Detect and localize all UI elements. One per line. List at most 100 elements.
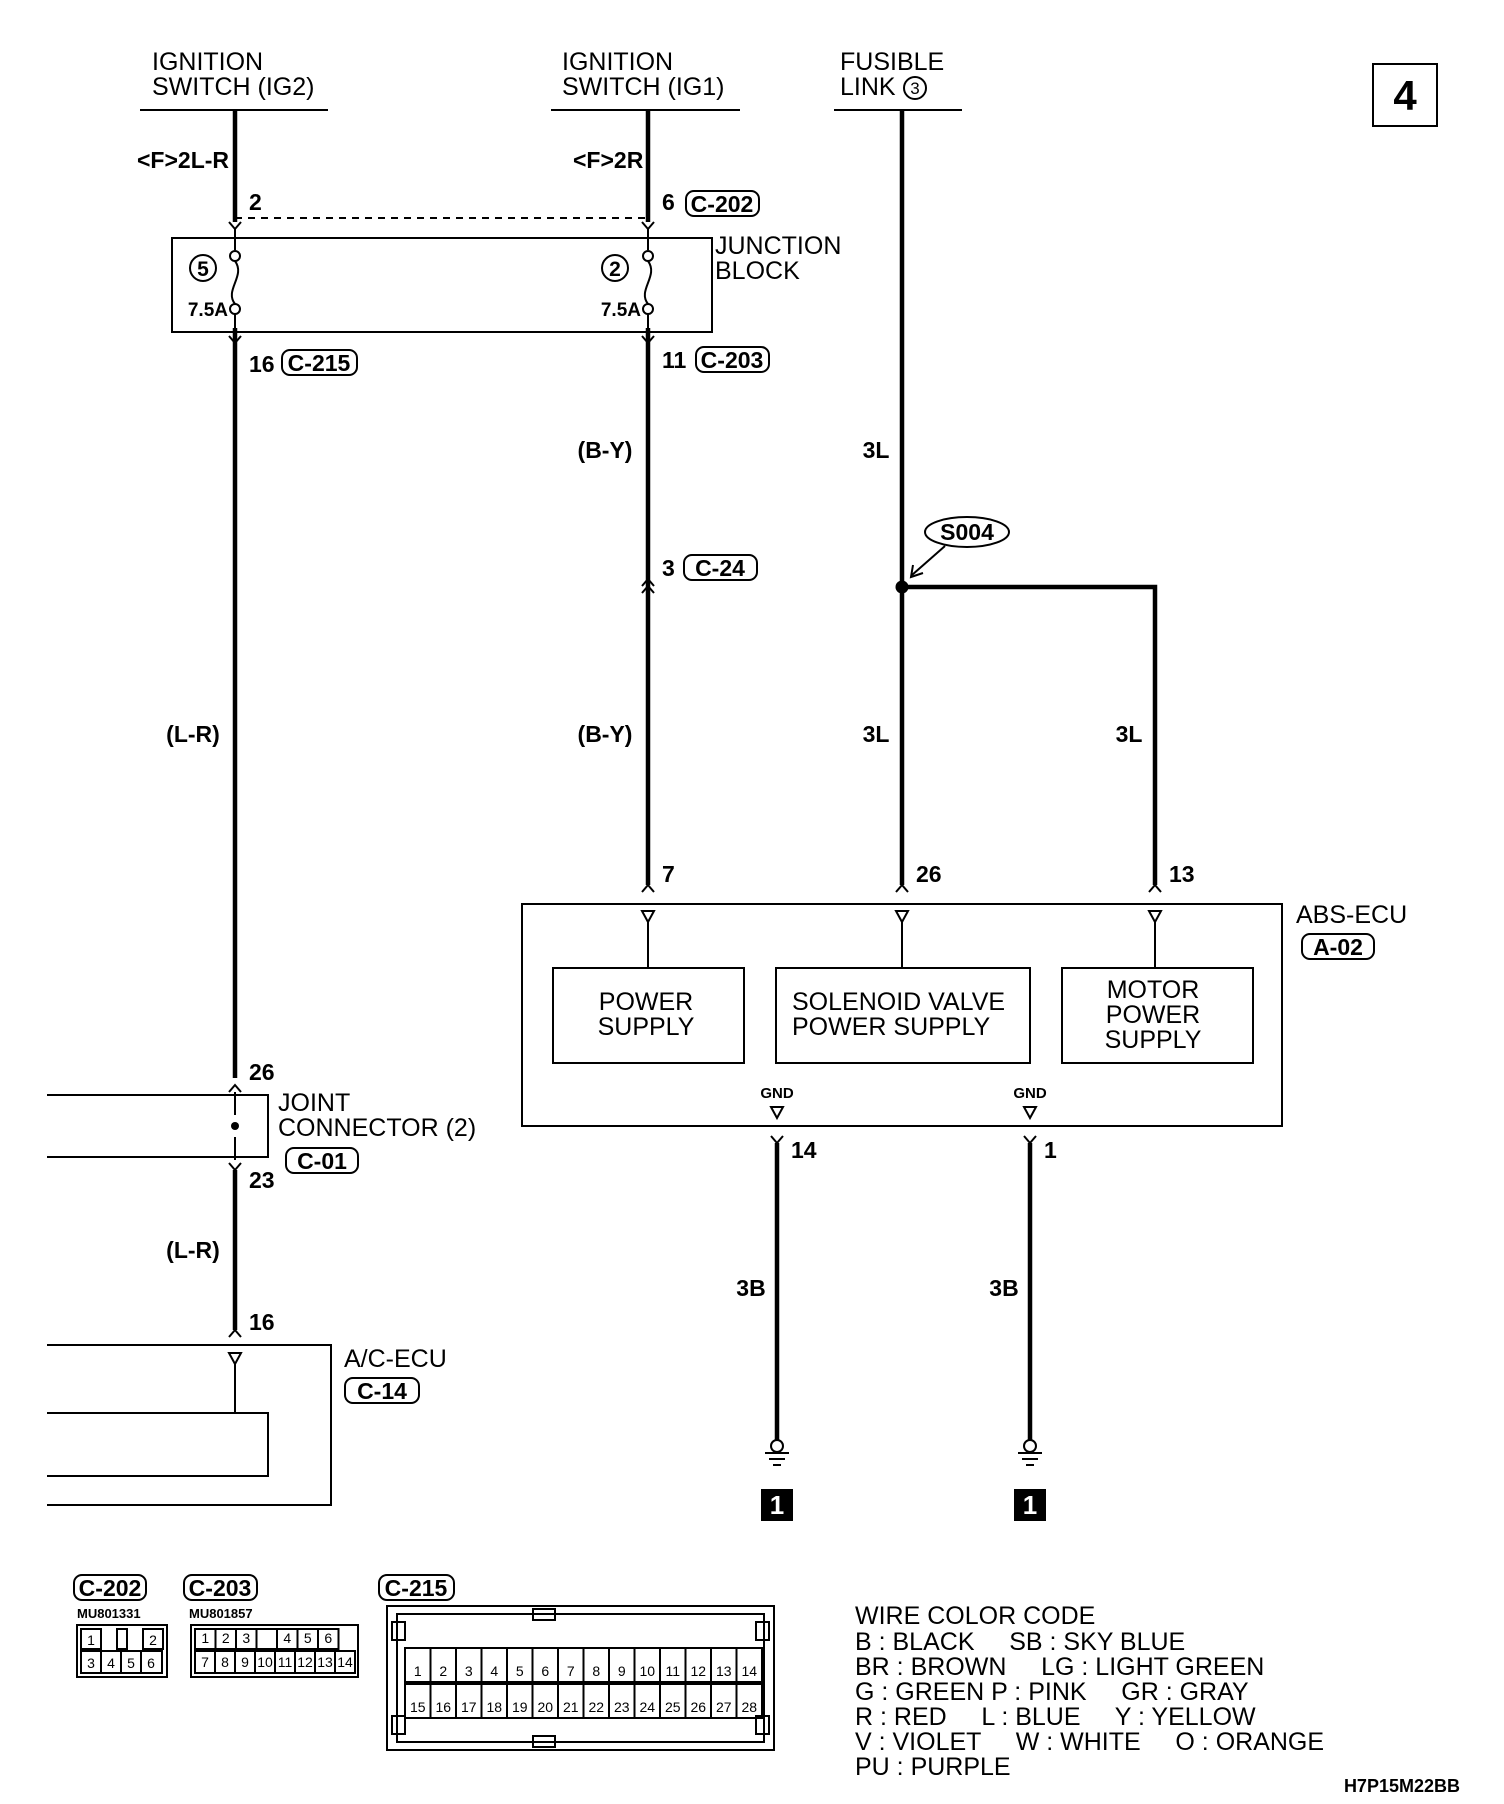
c202-cell: 1 bbox=[87, 1632, 95, 1648]
c203-pin-cell: 1 bbox=[201, 1630, 209, 1646]
fusible-label-2: LINK bbox=[840, 73, 896, 101]
ig1-wire-code: <F>2R bbox=[573, 147, 644, 173]
legend-line: PU : PURPLE bbox=[855, 1753, 1011, 1781]
ig1-wire: <F>2R 6 C-202 11 C-203 (B-Y) 3 C-24 (B-Y… bbox=[573, 110, 770, 893]
conn-c01-label: C-01 bbox=[297, 1148, 347, 1174]
c215-pin-cell: 7 bbox=[567, 1663, 575, 1679]
abs-pin-14: 14 bbox=[791, 1137, 817, 1163]
c203-pin-cell: 4 bbox=[283, 1630, 291, 1646]
jc-label-1: JOINT bbox=[278, 1089, 350, 1117]
c203-pin-cell: 9 bbox=[241, 1654, 249, 1670]
c215-pin-cell: 2 bbox=[439, 1663, 447, 1679]
abs-pin-13: 13 bbox=[1169, 861, 1195, 887]
c202-cell: 3 bbox=[87, 1655, 95, 1671]
legend-line: G : GREEN P : PINK GR : GRAY bbox=[855, 1678, 1249, 1706]
ac-ecu-name: A/C-ECU bbox=[344, 1345, 447, 1373]
connector-c202: C-202 MU801331 1 2 3 4 5 6 bbox=[73, 1574, 168, 1678]
c215-pin-cell: 24 bbox=[639, 1699, 655, 1715]
fuse-5-number: 5 bbox=[197, 258, 209, 281]
c202-cell: 4 bbox=[107, 1655, 115, 1671]
abs-ecu-conn: A-02 bbox=[1313, 934, 1363, 960]
c215-pin-cell: 26 bbox=[690, 1699, 706, 1715]
c215-pin-cell: 19 bbox=[512, 1699, 528, 1715]
wire-3l-1: 3L bbox=[863, 437, 890, 463]
c215-pin-cell: 17 bbox=[461, 1699, 477, 1715]
c215-pin-cell: 9 bbox=[618, 1663, 626, 1679]
ground-ref-1: 1 bbox=[770, 1490, 784, 1520]
ig2-header: IGNITION SWITCH (IG2) bbox=[140, 48, 328, 111]
c215-pin-cell: 6 bbox=[541, 1663, 549, 1679]
c215-pin-cell: 12 bbox=[690, 1663, 706, 1679]
c215-pin-cell: 20 bbox=[537, 1699, 553, 1715]
c202-cell: 5 bbox=[127, 1655, 135, 1671]
conn-c202-label: C-202 bbox=[691, 191, 754, 217]
fusible-label-1: FUSIBLE bbox=[840, 48, 944, 76]
c202-cell: 6 bbox=[147, 1655, 155, 1671]
wire-by-2: (B-Y) bbox=[578, 721, 633, 747]
ig2-label-2: SWITCH (IG2) bbox=[152, 73, 315, 101]
c202-title: C-202 bbox=[79, 1575, 142, 1601]
jc-pin-23: 23 bbox=[249, 1167, 275, 1193]
c215-title: C-215 bbox=[385, 1575, 448, 1601]
jc-label-2: CONNECTOR (2) bbox=[278, 1114, 476, 1142]
conn-c215-label: C-215 bbox=[288, 350, 351, 376]
legend-line: V : VIOLET W : WHITE O : ORANGE bbox=[855, 1728, 1324, 1756]
c203-pin-cell: 7 bbox=[201, 1654, 209, 1670]
solenoid-supply-label-2: POWER SUPPLY bbox=[792, 1013, 991, 1041]
c203-title: C-203 bbox=[189, 1575, 252, 1601]
legend-line: BR : BROWN LG : LIGHT GREEN bbox=[855, 1653, 1264, 1681]
c215-pin-cell: 15 bbox=[410, 1699, 426, 1715]
jb-pin-11: 11 bbox=[662, 347, 687, 373]
wire-lr-1: (L-R) bbox=[166, 721, 220, 747]
c215-pin-cell: 8 bbox=[592, 1663, 600, 1679]
c203-pin-cell: 6 bbox=[324, 1630, 332, 1646]
abs-pin-7: 7 bbox=[662, 861, 675, 887]
wire-by-1: (B-Y) bbox=[578, 437, 633, 463]
c215-pin-cell: 3 bbox=[465, 1663, 473, 1679]
abs-ecu-name: ABS-ECU bbox=[1296, 901, 1407, 929]
power-supply-label-1: POWER bbox=[599, 988, 693, 1016]
abs-pin-1: 1 bbox=[1044, 1137, 1057, 1163]
ig1-label-2: SWITCH (IG1) bbox=[562, 73, 725, 101]
c203-part: MU801857 bbox=[189, 1606, 253, 1621]
c24-pin: 3 bbox=[662, 555, 675, 581]
ig1-label-1: IGNITION bbox=[562, 48, 673, 76]
jb-label-2: BLOCK bbox=[715, 257, 800, 285]
legend-line: B : BLACK SB : SKY BLUE bbox=[855, 1628, 1185, 1656]
c215-pin-cell: 28 bbox=[741, 1699, 757, 1715]
fuse-2-number: 2 bbox=[609, 258, 621, 281]
c215-pin-cell: 16 bbox=[435, 1699, 451, 1715]
junction-block: JUNCTION BLOCK 5 7.5A 2 7.5A bbox=[171, 229, 841, 333]
ig2-wire: <F>2L-R 2 16 C-215 (L-R) bbox=[137, 110, 358, 1078]
c215-pin-cell: 4 bbox=[490, 1663, 498, 1679]
c203-pin-cell: 10 bbox=[257, 1654, 273, 1670]
c215-pin-cell: 14 bbox=[741, 1663, 757, 1679]
ac-ecu-pin-16: 16 bbox=[249, 1309, 275, 1335]
c203-pin-cell: 14 bbox=[337, 1654, 353, 1670]
legend-title: WIRE COLOR CODE bbox=[855, 1602, 1095, 1630]
fuse-2-rating: 7.5A bbox=[601, 300, 641, 321]
c203-pin-cell: 2 bbox=[222, 1630, 230, 1646]
motor-supply-label-2: POWER bbox=[1106, 1001, 1200, 1029]
c203-pin-cell: 13 bbox=[317, 1654, 333, 1670]
c215-pin-cell: 13 bbox=[716, 1663, 732, 1679]
wire-3b-1: 3B bbox=[736, 1275, 765, 1301]
ac-ecu: A/C-ECU C-14 bbox=[47, 1344, 447, 1506]
ig2-label-1: IGNITION bbox=[152, 48, 263, 76]
c203-pin-cell: 3 bbox=[242, 1630, 250, 1646]
page-number: 4 bbox=[1372, 63, 1438, 127]
legend-line: R : RED L : BLUE Y : YELLOW bbox=[855, 1703, 1256, 1731]
joint-connector: 26 JOINT CONNECTOR (2) C-01 23 (L-R) 16 bbox=[47, 1059, 476, 1338]
c215-pin-cell: 23 bbox=[614, 1699, 630, 1715]
c203-pin-cell: 12 bbox=[297, 1654, 313, 1670]
ig2-wire-code: <F>2L-R bbox=[137, 147, 229, 173]
splice-s004: S004 bbox=[940, 519, 994, 545]
c215-pin-cell: 25 bbox=[665, 1699, 681, 1715]
jb-pin-6: 6 bbox=[662, 189, 675, 215]
abs-ecu: ABS-ECU A-02 POWER SUPPLY SOLENOID VALVE… bbox=[521, 901, 1407, 1127]
c215-pin-cell: 10 bbox=[639, 1663, 655, 1679]
